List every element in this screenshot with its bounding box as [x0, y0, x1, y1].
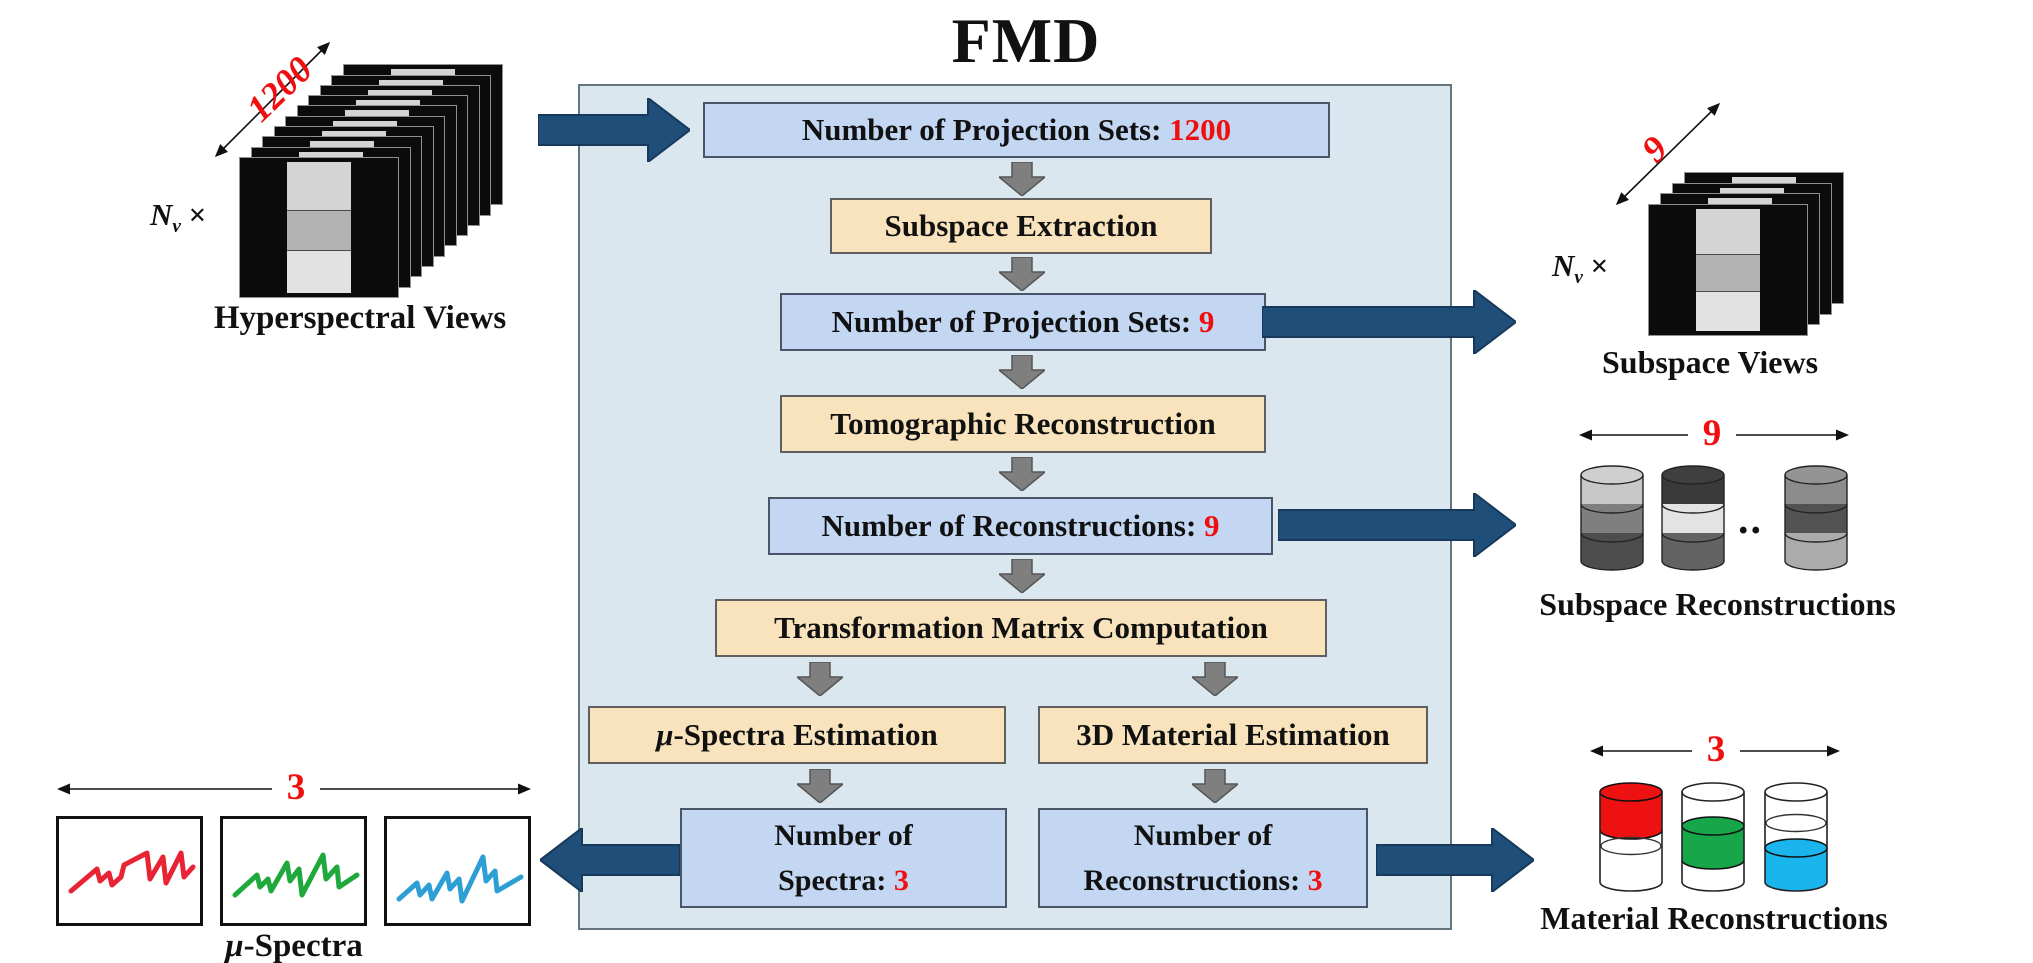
box-number-of-reconstructions: Number of Reconstructions: 3 — [1038, 808, 1368, 908]
material-recons-flow-arrow-icon — [1376, 828, 1534, 892]
box6-label: Transformation Matrix Computation — [774, 610, 1268, 646]
down-arrow-icon — [999, 457, 1045, 491]
nv-sub: v — [172, 216, 181, 238]
down-arrow-icon — [797, 662, 843, 696]
down-arrow-icon — [999, 257, 1045, 291]
box3-label: Number of Projection Sets: — [831, 304, 1199, 340]
spectrum-line-blue-icon — [396, 854, 524, 904]
box1-value: 1200 — [1169, 112, 1232, 148]
box9-line2: Spectra: — [778, 864, 894, 897]
nv-sub: v — [1574, 267, 1583, 289]
material-cylinder-green-icon — [1681, 782, 1745, 892]
subspace-views-flow-arrow-icon — [1262, 290, 1516, 354]
material-cylinder-cyan-icon — [1764, 782, 1828, 892]
nv-times: × — [188, 197, 207, 232]
subspace-views-caption: Subspace Views — [1601, 344, 1819, 380]
ellipsis-label: .. — [1738, 497, 1763, 543]
box5-label: Number of Reconstructions: — [821, 508, 1205, 544]
box10-line2: Reconstructions: — [1083, 864, 1308, 897]
gray-cylinder-icon — [1661, 465, 1725, 571]
down-arrow-icon — [999, 162, 1045, 196]
box9-value: 3 — [893, 864, 909, 897]
dimension-arrow-icon — [214, 41, 331, 158]
box2-label: Subspace Extraction — [884, 208, 1158, 244]
spectrum-plot-red — [56, 816, 203, 926]
spectrum-plot-blue — [384, 816, 531, 926]
down-arrow-icon — [999, 559, 1045, 593]
box1-label: Number of Projection Sets: — [801, 112, 1170, 148]
box-3d-material-estimation: 3D Material Estimation — [1038, 706, 1428, 764]
nv-base: N — [1552, 248, 1575, 283]
dimension-arrow-icon — [1615, 102, 1721, 206]
spectrum-plot-green — [220, 816, 367, 926]
box4-label: Tomographic Reconstruction — [830, 406, 1216, 442]
hyperspectral-views-caption: Hyperspectral Views — [213, 300, 507, 336]
nv-base: N — [150, 197, 173, 232]
box-tomographic-reconstruction: Tomographic Reconstruction — [780, 395, 1266, 453]
box3-value: 9 — [1198, 304, 1215, 340]
mu-spectra-count-label: 3 — [272, 766, 320, 809]
mu-spectra-flow-arrow-icon — [540, 828, 680, 892]
view-slab — [1648, 204, 1808, 336]
material-cylinder-red-icon — [1599, 782, 1663, 892]
view-slab — [239, 157, 399, 298]
subspace-recons-count-label: 9 — [1688, 412, 1736, 455]
box10-value: 3 — [1307, 864, 1323, 897]
spectrum-line-green-icon — [232, 852, 360, 898]
spectrum-line-red-icon — [68, 850, 196, 894]
material-recons-count-label: 3 — [1692, 728, 1740, 771]
box-subspace-extraction: Subspace Extraction — [830, 198, 1212, 254]
box-mu-spectra-estimation: μ-Spectra Estimation — [588, 706, 1006, 764]
box9-line1: Number of — [774, 819, 913, 852]
views-multiplier-label: Nv × — [1552, 248, 1608, 289]
box-transformation-matrix: Transformation Matrix Computation — [715, 599, 1327, 657]
box5-value: 9 — [1204, 508, 1220, 544]
box10-line1: Number of — [1133, 819, 1273, 852]
subspace-recons-flow-arrow-icon — [1278, 493, 1516, 557]
down-arrow-icon — [1192, 662, 1238, 696]
box8-label: 3D Material Estimation — [1076, 717, 1390, 753]
box-projection-sets-1200: Number of Projection Sets: 1200 — [703, 102, 1330, 158]
material-reconstructions-caption: Material Reconstructions — [1540, 900, 1888, 936]
gray-cylinder-icon — [1784, 465, 1848, 571]
nv-times: × — [1590, 248, 1609, 283]
box-reconstructions-9: Number of Reconstructions: 9 — [768, 497, 1273, 555]
down-arrow-icon — [999, 355, 1045, 389]
box-number-of-spectra: Number of Spectra: 3 — [680, 808, 1007, 908]
box7-label: μ-Spectra Estimation — [656, 717, 938, 753]
gray-cylinder-icon — [1580, 465, 1644, 571]
subspace-reconstructions-caption: Subspace Reconstructions — [1539, 586, 1896, 622]
down-arrow-icon — [1192, 769, 1238, 803]
mu-spectra-caption: μ-Spectra — [225, 928, 363, 963]
down-arrow-icon — [797, 769, 843, 803]
box-projection-sets-9: Number of Projection Sets: 9 — [780, 293, 1266, 351]
input-flow-arrow-icon — [538, 98, 690, 162]
views-multiplier-label: Nv × — [150, 197, 206, 238]
page-title: FMD — [951, 5, 1101, 76]
